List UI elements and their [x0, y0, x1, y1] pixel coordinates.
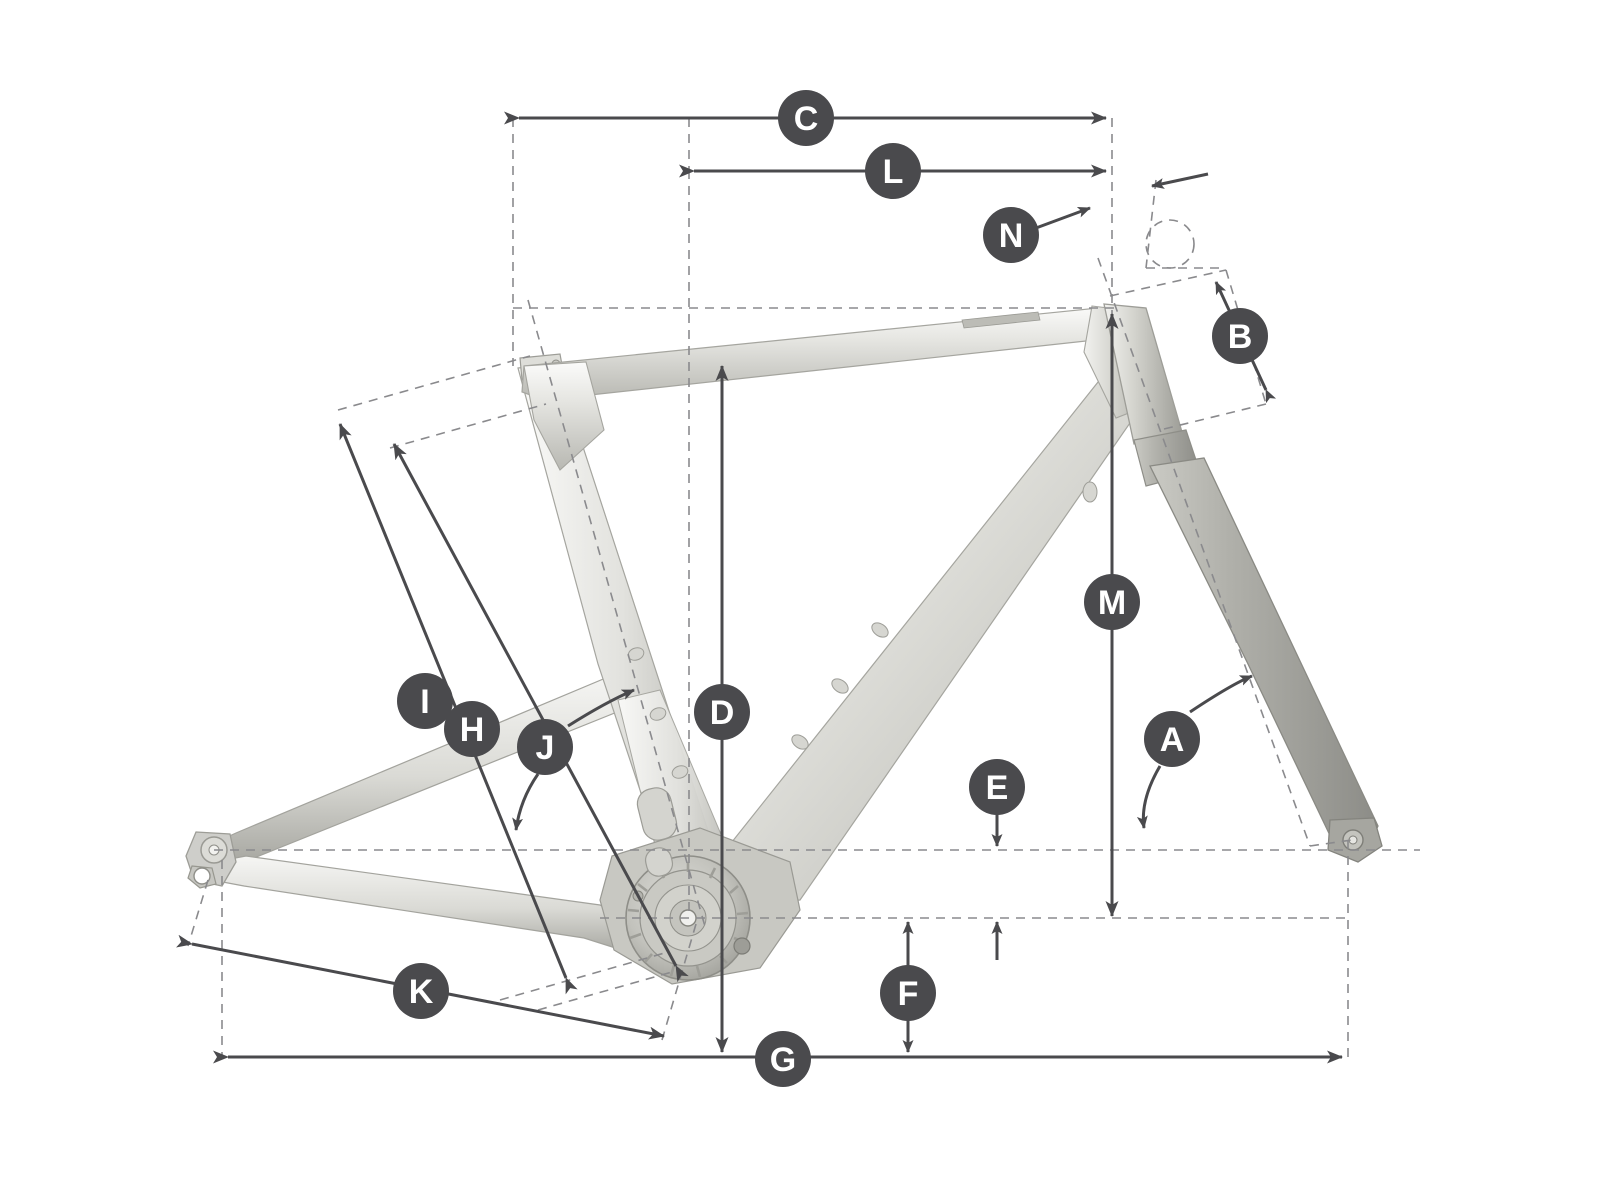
dim-arc-a — [1189, 674, 1253, 714]
label-text-l: L — [883, 153, 904, 191]
label-badge-c[interactable]: C — [778, 90, 834, 146]
label-text-k: K — [409, 973, 434, 1011]
label-text-h: H — [460, 711, 485, 749]
fork-blade — [1149, 457, 1379, 849]
label-text-d: D — [710, 694, 735, 732]
label-badge-d[interactable]: D — [694, 684, 750, 740]
label-badge-e[interactable]: E — [969, 759, 1025, 815]
label-badge-n[interactable]: N — [983, 207, 1039, 263]
label-badge-l[interactable]: L — [865, 143, 921, 199]
guide-ih-bottom — [499, 951, 669, 1001]
label-text-m: M — [1098, 584, 1126, 622]
label-badge-f[interactable]: F — [880, 965, 936, 1021]
guide-ih-bottom2 — [537, 971, 673, 1011]
headset-circle-guide — [1145, 219, 1195, 269]
label-badge-m[interactable]: M — [1084, 574, 1140, 630]
guide-i-top — [337, 355, 531, 411]
label-badge-i[interactable]: I — [397, 673, 453, 729]
dim-arc-j — [567, 688, 635, 728]
dim-arc-a2 — [1136, 765, 1162, 829]
front-dropout — [1327, 817, 1383, 863]
guide-h-top — [389, 403, 547, 449]
down-tube — [715, 371, 1151, 907]
guide-k-front — [661, 923, 697, 1041]
dim-line-headset-leader — [1151, 172, 1209, 189]
guide-b-top — [1109, 269, 1227, 297]
label-text-e: E — [986, 769, 1009, 807]
label-text-g: G — [770, 1041, 796, 1079]
top-tube-display-slot — [961, 311, 1041, 329]
label-badge-g[interactable]: G — [755, 1031, 811, 1087]
guide-head-axis — [1097, 257, 1311, 847]
dimension-label-badges: A B C D E F G H — [393, 90, 1268, 1087]
dim-line-n — [1035, 206, 1091, 230]
chain-stay-tube — [211, 855, 641, 953]
label-badge-h[interactable]: H — [444, 701, 500, 757]
label-text-f: F — [898, 975, 919, 1013]
dim-line-h — [392, 443, 689, 983]
guide-fork-offset — [1309, 839, 1353, 847]
dim-arc-j2 — [512, 773, 540, 831]
label-badge-a[interactable]: A — [1144, 711, 1200, 767]
guide-k-rear — [187, 879, 209, 947]
label-text-i: I — [420, 683, 429, 721]
label-badge-j[interactable]: J — [517, 719, 573, 775]
label-text-j: J — [536, 729, 555, 767]
label-badge-k[interactable]: K — [393, 963, 449, 1019]
guide-headset-leader — [1145, 179, 1157, 269]
top-tube — [521, 305, 1133, 401]
label-text-a: A — [1160, 721, 1185, 759]
label-text-c: C — [794, 100, 819, 138]
bicycle-frame-illustration — [185, 303, 1383, 985]
guide-b-bottom — [1159, 403, 1267, 431]
label-text-b: B — [1228, 318, 1253, 356]
label-text-n: N — [999, 217, 1024, 255]
label-badge-b[interactable]: B — [1212, 308, 1268, 364]
rear-dropout — [185, 831, 237, 889]
